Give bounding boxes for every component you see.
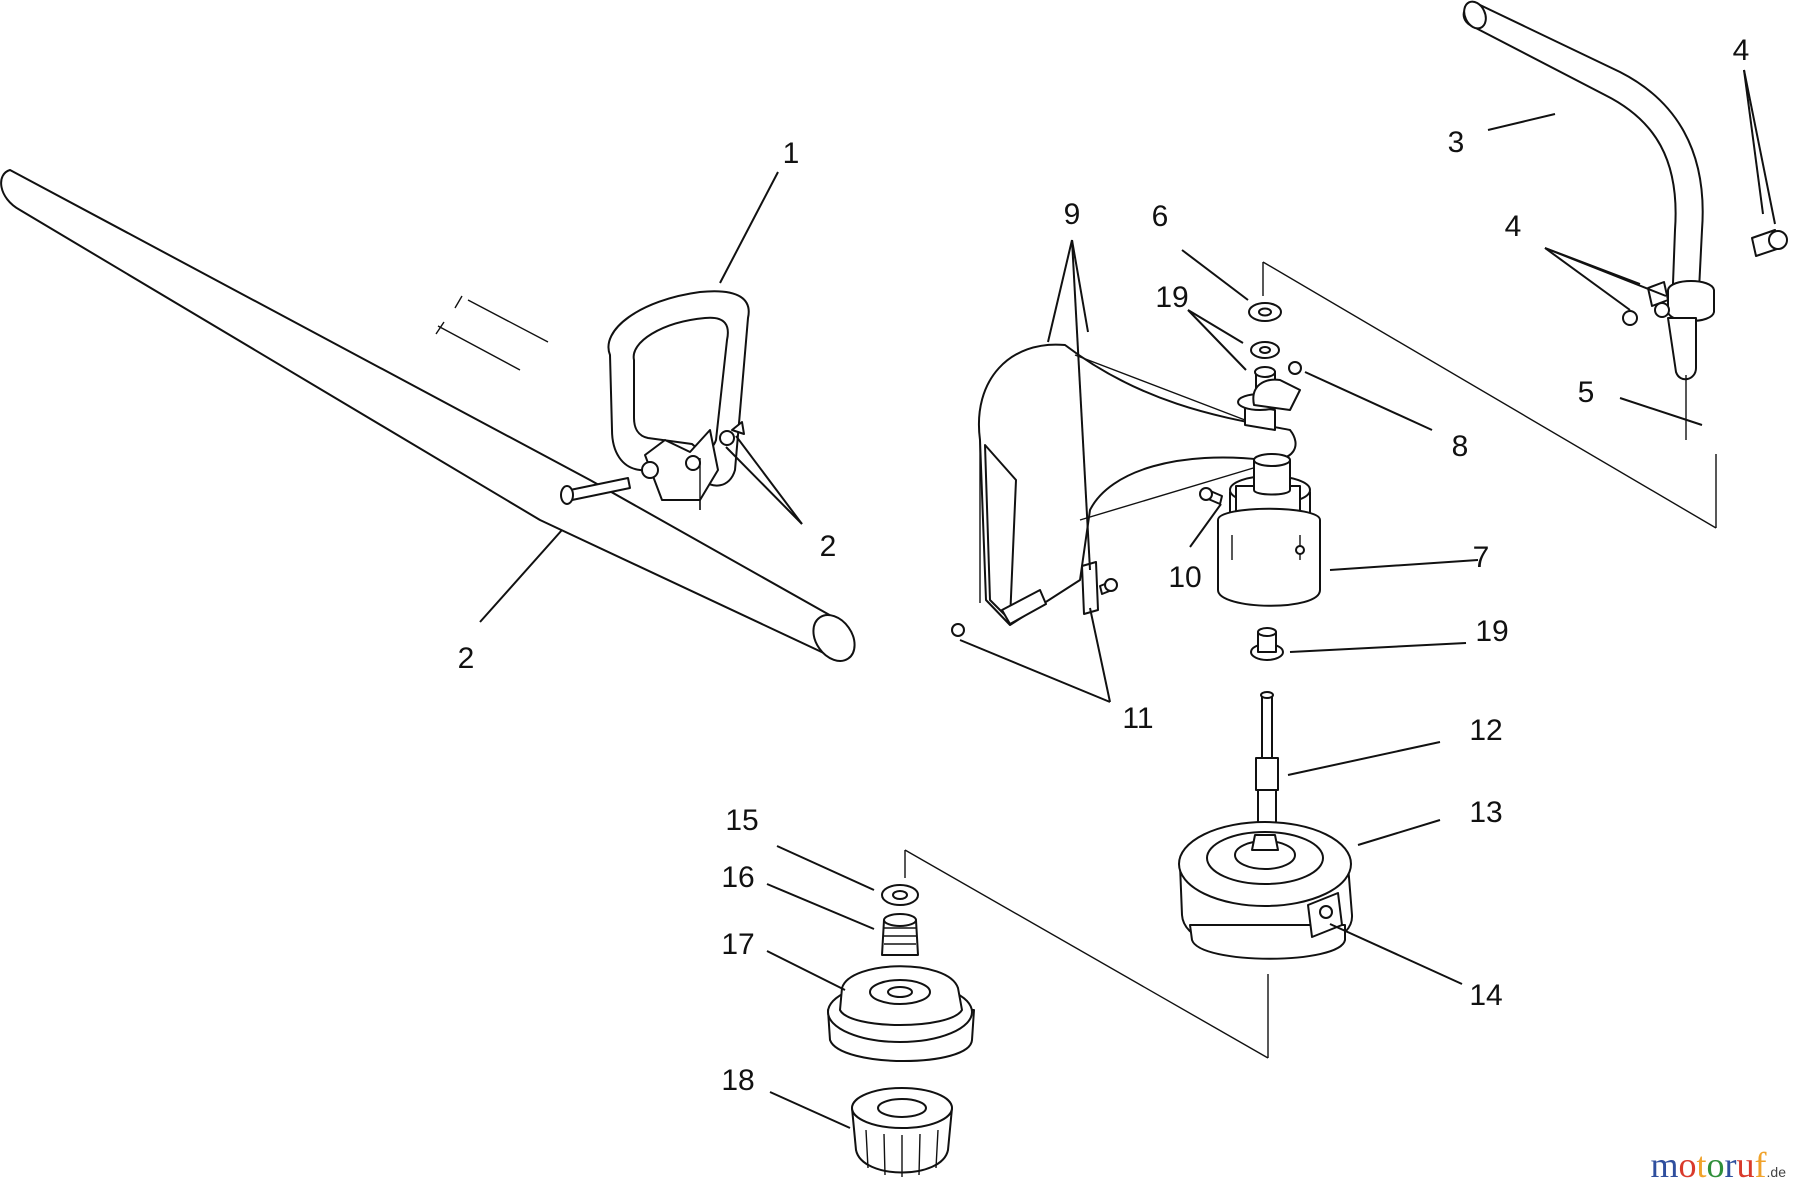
assembly-guide-lines (699, 261, 1717, 1059)
callout-5: 5 (1578, 376, 1595, 409)
loop-handle (607, 290, 750, 510)
callout-2-bolt: 2 (458, 642, 475, 675)
watermark-suffix: .de (1766, 1164, 1786, 1180)
callout-19-top: 19 (1155, 281, 1188, 314)
watermark-letter: r (1724, 1145, 1737, 1185)
washers-top (1248, 302, 1282, 393)
watermark-letter: u (1736, 1145, 1755, 1185)
watermark-letter: o (1678, 1145, 1697, 1185)
callout-12: 12 (1469, 714, 1502, 747)
callout-8: 8 (1452, 430, 1469, 463)
shield-screws (951, 361, 1302, 637)
callout-4-nuts: 4 (1505, 210, 1522, 243)
gear-head (1217, 378, 1321, 607)
watermark-letter: o (1706, 1145, 1725, 1185)
callout-11: 11 (1122, 702, 1153, 735)
callout-15: 15 (725, 804, 758, 837)
wing-nut (719, 421, 745, 446)
hex-bolts-nuts (1622, 229, 1788, 326)
callout-9: 9 (1064, 198, 1081, 231)
watermark-letters: motoruf (1651, 1145, 1767, 1185)
callout-19-bottom: 19 (1475, 615, 1508, 648)
drive-shaft (1250, 627, 1284, 836)
callout-6: 6 (1152, 200, 1169, 233)
callout-10: 10 (1168, 561, 1201, 594)
watermark-letter: t (1696, 1145, 1707, 1185)
grass-deflector-shield (977, 343, 1297, 626)
callout-1: 1 (783, 137, 800, 170)
callout-13: 13 (1469, 796, 1502, 829)
callout-14: 14 (1469, 979, 1502, 1012)
callout-18: 18 (721, 1064, 754, 1097)
motoruf-watermark-logo: motoruf.de (1651, 1144, 1787, 1186)
lower-shaft-tube (0, 169, 856, 662)
upper-shaft-bend (1462, 0, 1715, 440)
callout-4-top: 4 (1733, 34, 1750, 67)
watermark-letter: m (1650, 1145, 1679, 1185)
carriage-bolt (560, 477, 631, 505)
callout-17: 17 (721, 928, 754, 961)
callout-3: 3 (1448, 126, 1465, 159)
callout-16: 16 (721, 861, 754, 894)
spool-housing (1178, 821, 1354, 960)
leader-lines (479, 69, 1776, 1129)
spool-parts (827, 884, 975, 1177)
watermark-letter: f (1754, 1145, 1767, 1185)
callout-numbers: 1 2 2 3 4 4 5 6 7 8 9 10 11 12 13 14 15 … (458, 34, 1750, 1097)
callout-7: 7 (1473, 541, 1490, 574)
callout-2-handle: 2 (820, 530, 837, 563)
